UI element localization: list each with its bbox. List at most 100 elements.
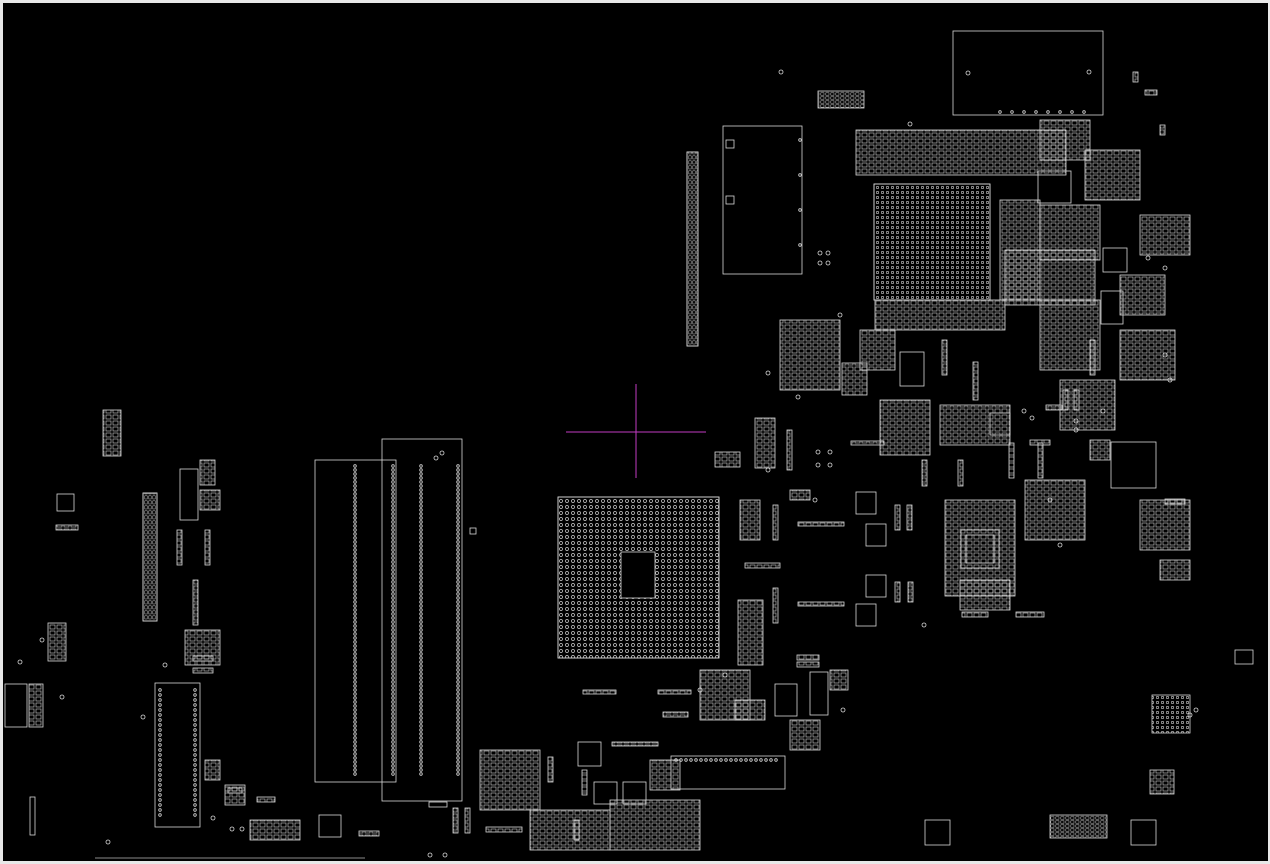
- pin: [193, 718, 197, 722]
- pin: [391, 704, 395, 708]
- pin: [714, 758, 718, 762]
- pin: [798, 173, 802, 177]
- pin: [456, 612, 460, 616]
- via: [795, 394, 801, 400]
- slot-resistor: [29, 796, 36, 836]
- smd-part: [582, 689, 617, 695]
- pin: [419, 712, 423, 716]
- smd-part: [894, 581, 901, 603]
- pin: [456, 680, 460, 684]
- pin: [353, 532, 357, 536]
- pin: [353, 584, 357, 588]
- pin: [419, 704, 423, 708]
- pin: [353, 772, 357, 776]
- pin: [353, 616, 357, 620]
- ic-small: [855, 603, 877, 627]
- smd-part: [1144, 89, 1158, 96]
- pin: [419, 644, 423, 648]
- ic-medium: [1037, 170, 1072, 204]
- smd-part: [796, 654, 820, 661]
- pin: [193, 693, 197, 697]
- passive-cluster: [829, 669, 849, 691]
- pin: [353, 496, 357, 500]
- pin: [193, 793, 197, 797]
- via: [840, 707, 846, 713]
- pin: [353, 544, 357, 548]
- pin: [391, 760, 395, 764]
- via: [812, 497, 818, 503]
- via: [778, 69, 784, 75]
- pin: [353, 580, 357, 584]
- pin: [456, 528, 460, 532]
- ic-small: [865, 574, 887, 598]
- pin: [353, 484, 357, 488]
- pin: [419, 736, 423, 740]
- pin: [694, 758, 698, 762]
- pin: [456, 532, 460, 536]
- pin: [391, 536, 395, 540]
- via: [815, 462, 821, 468]
- pin: [456, 536, 460, 540]
- pin: [158, 753, 162, 757]
- pin: [158, 733, 162, 737]
- pin: [456, 764, 460, 768]
- pin: [391, 508, 395, 512]
- shield-pins: [998, 110, 1086, 114]
- via: [105, 839, 111, 845]
- pin: [419, 672, 423, 676]
- pin: [391, 572, 395, 576]
- pin: [353, 740, 357, 744]
- pin: [419, 640, 423, 644]
- pin: [391, 564, 395, 568]
- pin: [353, 604, 357, 608]
- pin: [456, 500, 460, 504]
- pin: [158, 688, 162, 692]
- pin: [419, 520, 423, 524]
- via: [59, 694, 65, 700]
- pin: [391, 628, 395, 632]
- pin: [391, 592, 395, 596]
- pin: [754, 758, 758, 762]
- pin: [193, 783, 197, 787]
- smd-part: [941, 339, 948, 376]
- sata-pins-2: [193, 688, 197, 817]
- pin: [353, 640, 357, 644]
- passive-cluster: [855, 129, 1067, 176]
- passive-cluster: [959, 579, 1011, 611]
- pin: [419, 676, 423, 680]
- passive-cluster: [1024, 479, 1086, 541]
- pin: [353, 592, 357, 596]
- smd-part: [452, 807, 459, 834]
- pin: [158, 783, 162, 787]
- passive-cluster: [789, 719, 821, 751]
- audio-jack: [102, 409, 122, 457]
- pin: [353, 612, 357, 616]
- pin: [419, 692, 423, 696]
- passive-cluster: [737, 599, 764, 666]
- smd-part: [485, 826, 523, 833]
- pin: [391, 540, 395, 544]
- smd-part: [204, 529, 211, 566]
- smd-part: [1062, 389, 1069, 411]
- via: [825, 250, 831, 256]
- pin: [391, 640, 395, 644]
- via: [239, 826, 245, 832]
- pin: [419, 576, 423, 580]
- memory-slot-a: [314, 459, 397, 783]
- smd-pad: [725, 195, 735, 205]
- ic-medium: [1110, 441, 1157, 489]
- via: [427, 852, 433, 858]
- smd-pad: [469, 527, 477, 535]
- pin: [798, 208, 802, 212]
- pin: [456, 596, 460, 600]
- via: [722, 672, 728, 678]
- pin: [353, 624, 357, 628]
- via: [697, 687, 703, 693]
- via: [1057, 542, 1063, 548]
- pin: [391, 476, 395, 480]
- pin: [419, 732, 423, 736]
- passive-cluster: [649, 759, 681, 791]
- pin: [456, 580, 460, 584]
- via: [827, 449, 833, 455]
